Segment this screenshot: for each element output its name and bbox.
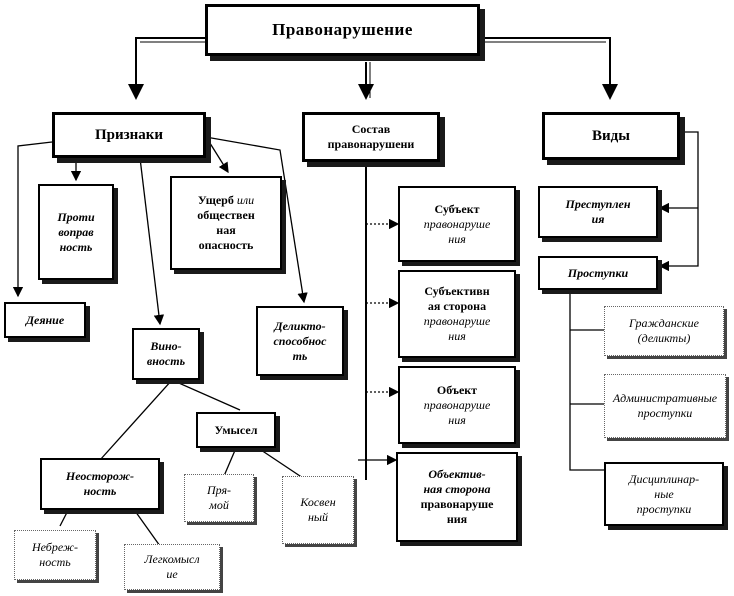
damage-rest: обществен ная опасность: [197, 208, 255, 252]
link-guilt-intent: [171, 379, 241, 411]
title-right-link: [480, 37, 618, 100]
act-box: Деяние: [4, 302, 86, 338]
link-damage: [207, 139, 229, 174]
damage-label: Ущерб или обществен ная опасность: [197, 193, 255, 253]
link-guilt-negligence: [99, 379, 173, 461]
subject-box: Субъект правонаруше ния: [398, 186, 516, 262]
link-intent-direct: [223, 447, 237, 477]
object-italic: правонаруше ния: [423, 397, 491, 427]
title-left-link: [128, 37, 205, 100]
act-label: Деяние: [25, 312, 65, 327]
direct-box: Пря- мой: [184, 474, 254, 522]
intent-box: Умысел: [196, 412, 276, 448]
damage-italic: или: [233, 193, 255, 207]
frivolity-label: Легкомысл ие: [144, 552, 200, 581]
crime-box: Преступлен ия: [538, 186, 658, 238]
link-act: [12, 141, 53, 298]
civil-box: Гражданские (деликты): [604, 306, 724, 356]
delict-capacity-box: Деликто- способнос ть: [256, 306, 344, 376]
disciplinary-label: Дисциплинар- ные проступки: [628, 471, 700, 516]
subject-italic: правонаруше ния: [423, 216, 491, 246]
disciplinary-box: Дисциплинар- ные проступки: [604, 462, 724, 526]
offenses-box: Проступки: [538, 256, 658, 290]
negligence-label: Неосторож- ность: [65, 469, 135, 498]
administrative-label: Административные проступки: [612, 391, 718, 420]
crime-label: Преступлен ия: [565, 197, 631, 226]
intent-label: Умысел: [214, 422, 258, 437]
link-delict: [199, 135, 308, 304]
objective-italic: Объектив- ная сторона: [423, 467, 491, 496]
direct-label: Пря- мой: [206, 483, 232, 512]
objective-plain: правонаруше ния: [420, 497, 494, 526]
page-title: Правонарушение: [272, 20, 413, 40]
administrative-box: Административные проступки: [604, 374, 726, 438]
civil-label: Гражданские (деликты): [629, 316, 699, 345]
object-bold: Объект: [436, 382, 478, 397]
negligence-box: Неосторож- ность: [40, 458, 160, 510]
frivolity-box: Легкомысл ие: [124, 544, 220, 590]
illegality-box: Проти воправ ность: [38, 184, 114, 280]
subjective-bold: Субъективн ая сторона: [424, 284, 490, 313]
illegality-label: Проти воправ ность: [57, 209, 95, 254]
subjective-side-label: Субъективн ая сторона правонаруше ния: [424, 284, 491, 344]
types-box: Виды: [542, 112, 680, 160]
guilt-box: Вино- вность: [132, 328, 200, 380]
link-offenses-spine: [569, 290, 604, 471]
subjective-italic: правонаруше ния: [423, 314, 491, 343]
guilt-label: Вино- вность: [146, 339, 186, 368]
carelessness-label: Небреж- ность: [31, 540, 79, 569]
types-header: Виды: [592, 127, 630, 144]
delict-capacity-label: Деликто- способнос ть: [273, 318, 327, 363]
signs-header: Признаки: [94, 126, 164, 143]
offenses-label: Проступки: [567, 265, 629, 280]
objective-side-label: Объектив- ная сторона правонаруше ния: [421, 467, 494, 527]
composition-header: Состав правонарушени: [327, 122, 415, 151]
carelessness-box: Небреж- ность: [14, 530, 96, 580]
link-types-spine: [658, 131, 699, 272]
signs-box: Признаки: [52, 112, 206, 158]
title-box: Правонарушение: [205, 4, 480, 56]
subjective-side-box: Субъективн ая сторона правонаруше ния: [398, 270, 516, 358]
indirect-label: Косвен ный: [300, 495, 336, 524]
objective-side-box: Объектив- ная сторона правонаруше ния: [396, 452, 518, 542]
link-guilt: [139, 157, 165, 326]
subject-label: Субъект правонаруше ния: [424, 202, 491, 247]
composition-box: Состав правонарушени: [302, 112, 440, 162]
indirect-box: Косвен ный: [282, 476, 354, 544]
object-box: Объект правонаруше ния: [398, 366, 516, 444]
subject-bold: Субъект: [434, 201, 480, 216]
object-label: Объект правонаруше ния: [424, 383, 491, 428]
damage-bold: Ущерб: [197, 193, 234, 207]
damage-box: Ущерб или обществен ная опасность: [170, 176, 282, 270]
